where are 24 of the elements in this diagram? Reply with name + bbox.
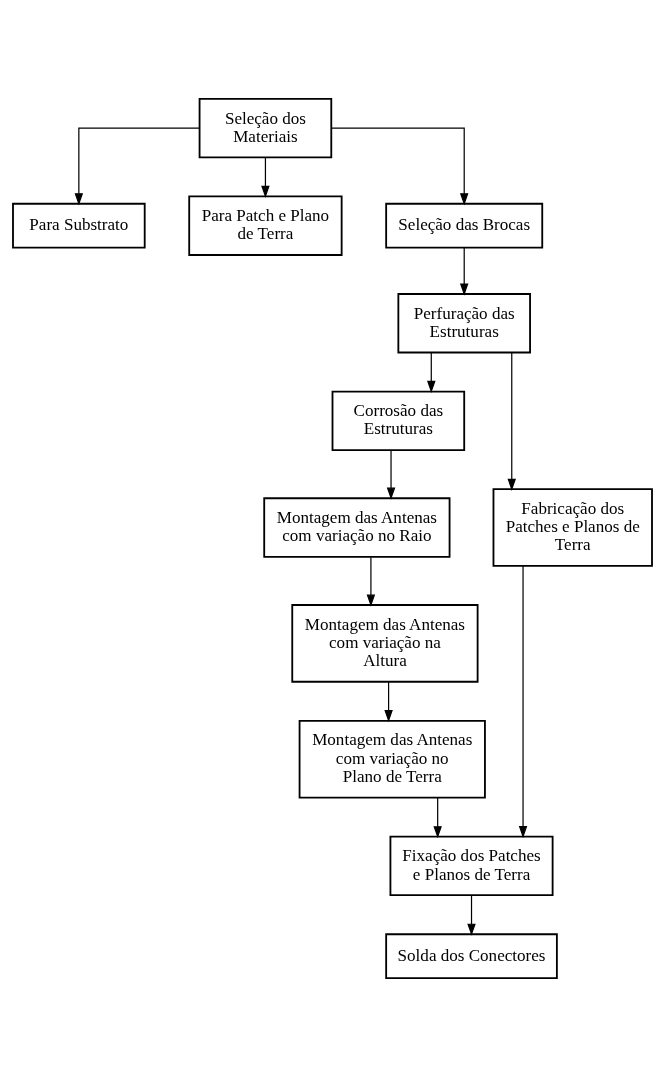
arrow [386, 449, 396, 500]
node-box: Para Patch e Plano de Terra [188, 195, 343, 256]
node-box: Montagem das Antenas com variação no Raio [263, 497, 451, 558]
arrow [261, 156, 270, 198]
arrow [459, 247, 469, 296]
node-box: Para Substrato [12, 202, 146, 249]
node-box: Fixação dos Patches e Planos de Terra [389, 835, 554, 897]
node-box: Fabricação dos Patches e Planos de Terra [492, 488, 653, 567]
node-box: Montagem das Antenas com variação no Plano de Terra [298, 719, 486, 799]
arrow [331, 127, 469, 206]
arrow [433, 797, 442, 839]
node-box: Montagem das Antenas com variação na Altura [291, 604, 479, 683]
arrow [427, 351, 436, 394]
node-box: Solda dos Conectores [385, 933, 558, 980]
arrow [366, 556, 376, 607]
node-box: Seleção das Brocas [385, 202, 544, 249]
arrow [467, 894, 476, 936]
arrow [384, 681, 393, 723]
node-box: Seleção dos Materiais [198, 97, 333, 159]
arrow [74, 127, 200, 206]
arrow [507, 352, 517, 491]
node-box: Perfuração das Estruturas [397, 293, 531, 354]
arrow [518, 565, 528, 839]
node-box: Corrosão das Estruturas [331, 390, 466, 451]
